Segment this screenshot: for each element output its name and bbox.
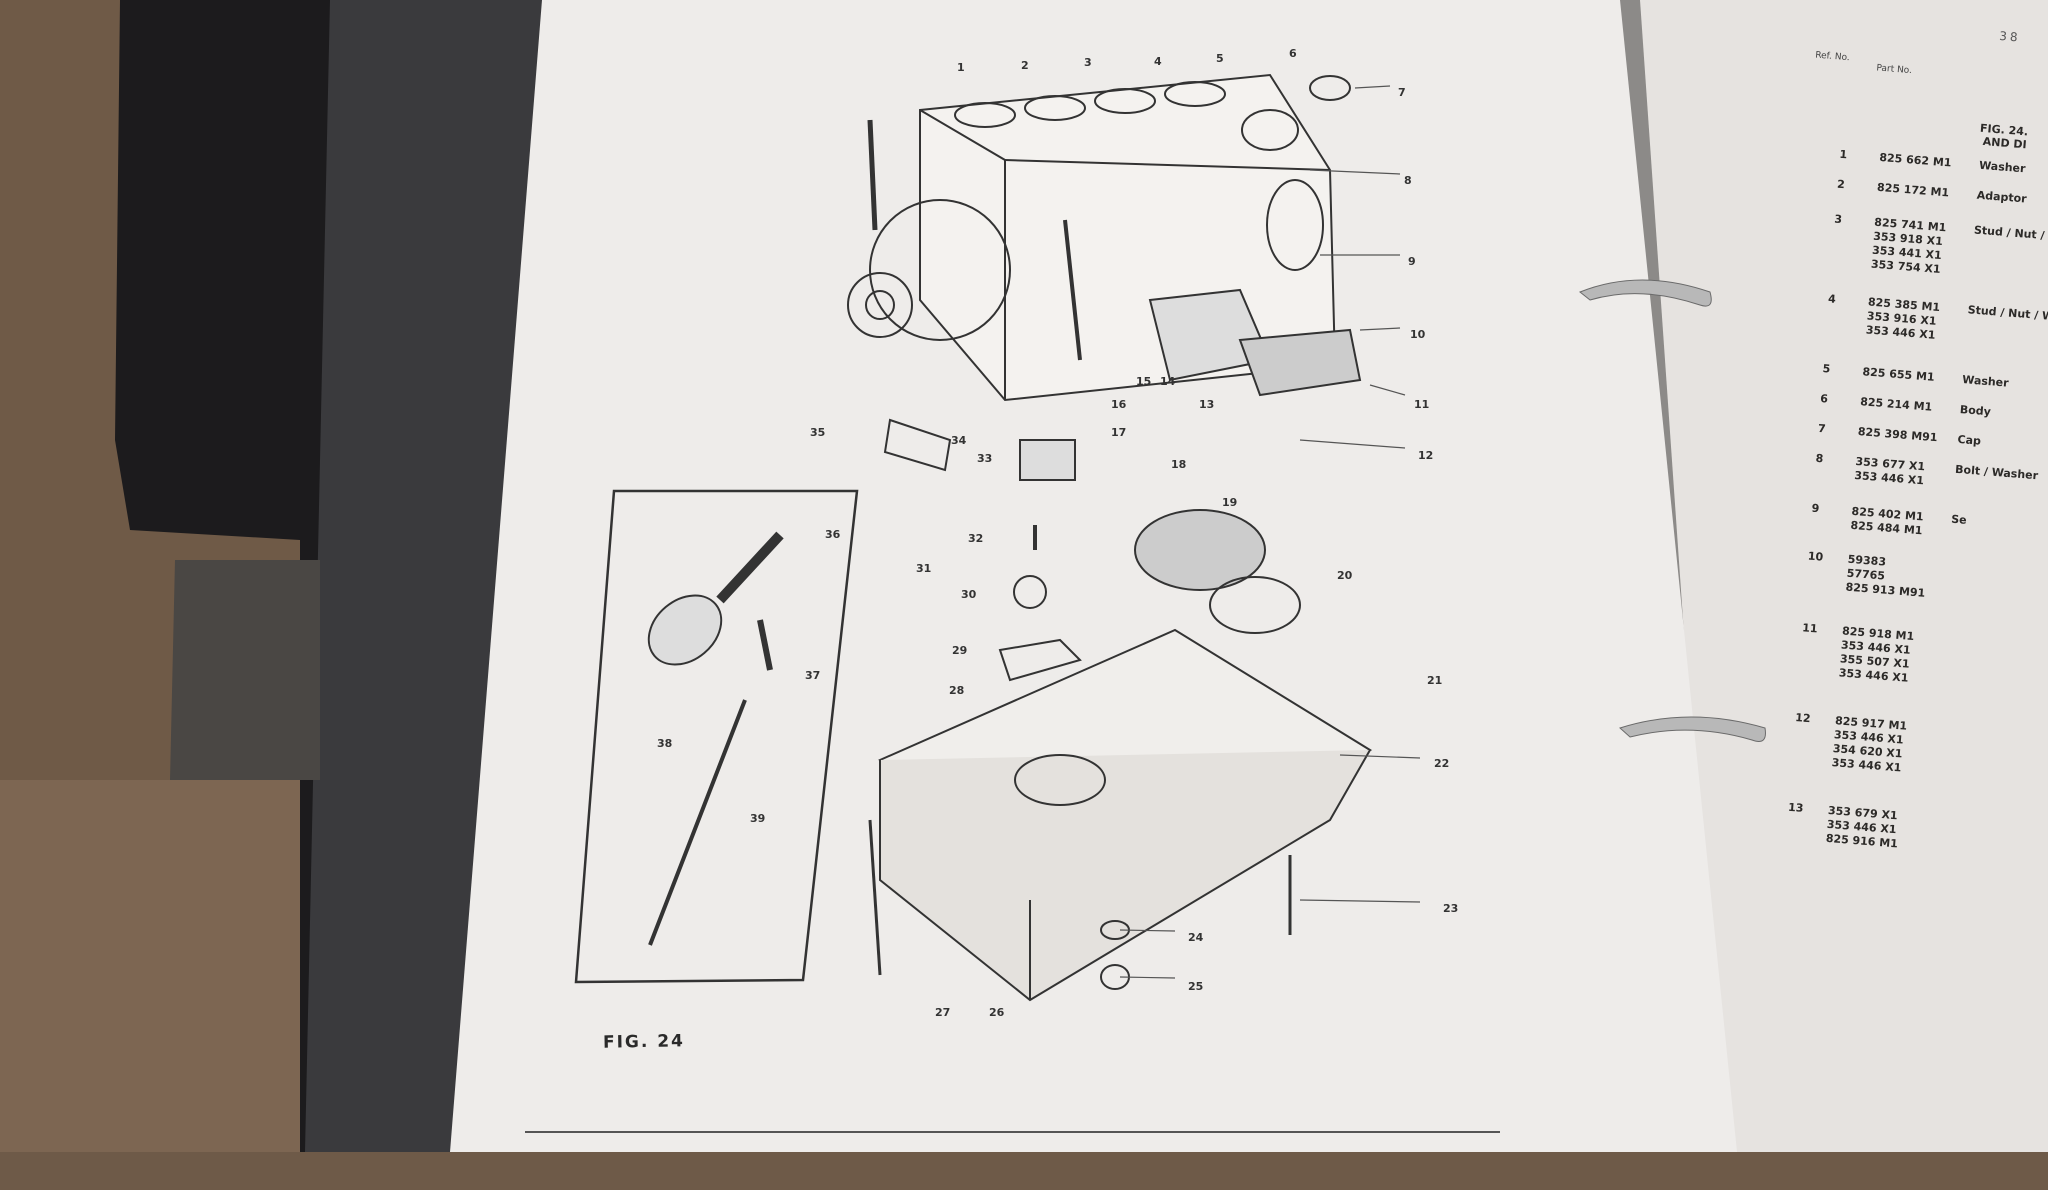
callout-number: 35 [810,426,826,439]
table-row: 5 825 655 M1 Washer [1783,359,2048,390]
ref-number: 8 [1815,451,1824,466]
callout-number: 25 [1188,980,1204,993]
right-page [1640,0,2048,1152]
ref-number: 3 [1833,212,1843,227]
binder-shadow [170,560,320,780]
callout-number: 27 [935,1006,951,1019]
callout-number: 38 [657,737,673,750]
callout-number: 36 [825,528,841,541]
ref-number: 10 [1807,549,1824,564]
callout-number: 30 [961,588,977,601]
part-description: Stud / Nut / Washer [1967,303,2048,326]
callout-number: 34 [951,434,967,447]
left-page [450,0,1737,1152]
callout-number: 37 [805,669,821,682]
callout-number: 24 [1188,931,1204,944]
table-row: 7 825 398 M91 Cap [1779,419,2048,448]
part-number: 825 655 M1 [1862,365,1936,384]
callout-number: 23 [1443,902,1459,915]
callout-number: 32 [968,532,984,545]
part-description: Adaptor [1976,188,2028,206]
ref-number: 11 [1801,621,1819,636]
ref-number: 9 [1811,501,1820,516]
photo-background [0,0,2048,1152]
callout-number: 15 [1136,375,1152,388]
ref-number: 13 [1787,800,1804,815]
binder-ring-bottom [1619,716,1766,742]
callout-number: 19 [1222,496,1238,509]
wood-plank [0,780,320,1152]
callout-number: 29 [952,644,968,657]
table-row: 2 825 172 M1 Adaptor [1798,175,2048,206]
callout-number: 17 [1111,426,1127,439]
callout-number: 2 [1021,59,1029,72]
part-description: Washer [1961,373,2010,390]
callout-number: 8 [1404,174,1412,187]
leader-lines [1119,85,1421,979]
callout-number: 20 [1337,569,1353,582]
callout-number: 5 [1216,52,1224,65]
callout-number: 10 [1410,328,1426,341]
header-ref-no: Ref. No. [1814,50,1851,64]
oil-strainer [1134,509,1266,591]
ref-number: 6 [1819,391,1829,406]
page-number: 38 [1998,28,2022,45]
part-number: 825 214 M1 [1859,395,1933,414]
timing-cover [869,199,1011,341]
callout-number: 18 [1171,458,1187,471]
ref-number: 1 [1839,147,1848,162]
inset-box [574,489,859,984]
table-row: 6 825 214 M1 Body [1781,389,2048,418]
callout-number: 21 [1427,674,1443,687]
callout-number: 4 [1154,55,1162,68]
figure-title: FIG. 24. AND DI [1978,121,2029,152]
exploded-parts-drawing [574,73,1373,1002]
part-description: Cap [1957,432,1982,448]
ref-number: 7 [1817,421,1827,436]
binder-ring-top [1579,279,1712,307]
callout-number: 11 [1414,398,1430,411]
part-description: Se [1950,512,1968,527]
callout-number: 1 [957,61,965,74]
callout-number: 31 [916,562,932,575]
callout-number: 16 [1111,398,1127,411]
header-part-no: Part No. [1876,63,1913,77]
part-number: 825 172 M1 [1876,180,1950,200]
part-number: 825 662 M1 [1878,150,1952,170]
callout-number: 12 [1418,449,1434,462]
part-number: 825 913 M91 [1845,580,1926,600]
callout-number: 13 [1199,398,1215,411]
part-description: Stud / Nut / Washer [1973,223,2048,246]
callout-number: 39 [750,812,766,825]
callout-number: 14 [1160,375,1176,388]
ref-number: 2 [1836,177,1846,192]
part-number: 825 398 M91 [1857,425,1938,445]
part-description: Body [1959,402,1992,419]
ref-number: 5 [1822,362,1831,376]
callout-number: 33 [977,452,993,465]
ref-number: 4 [1827,292,1837,306]
callout-number: 7 [1398,86,1406,99]
callout-number: 9 [1408,255,1416,268]
ref-number: 12 [1794,711,1812,726]
part-description: Washer [1978,158,2026,176]
callout-number: 3 [1084,56,1092,69]
callout-number: 22 [1434,757,1450,770]
figure-label: FIG. 24 [602,1031,686,1053]
part-description: Bolt / Washer [1954,462,2039,483]
callout-number: 26 [989,1006,1005,1019]
callout-number: 28 [949,684,965,697]
callout-number: 6 [1289,47,1297,60]
